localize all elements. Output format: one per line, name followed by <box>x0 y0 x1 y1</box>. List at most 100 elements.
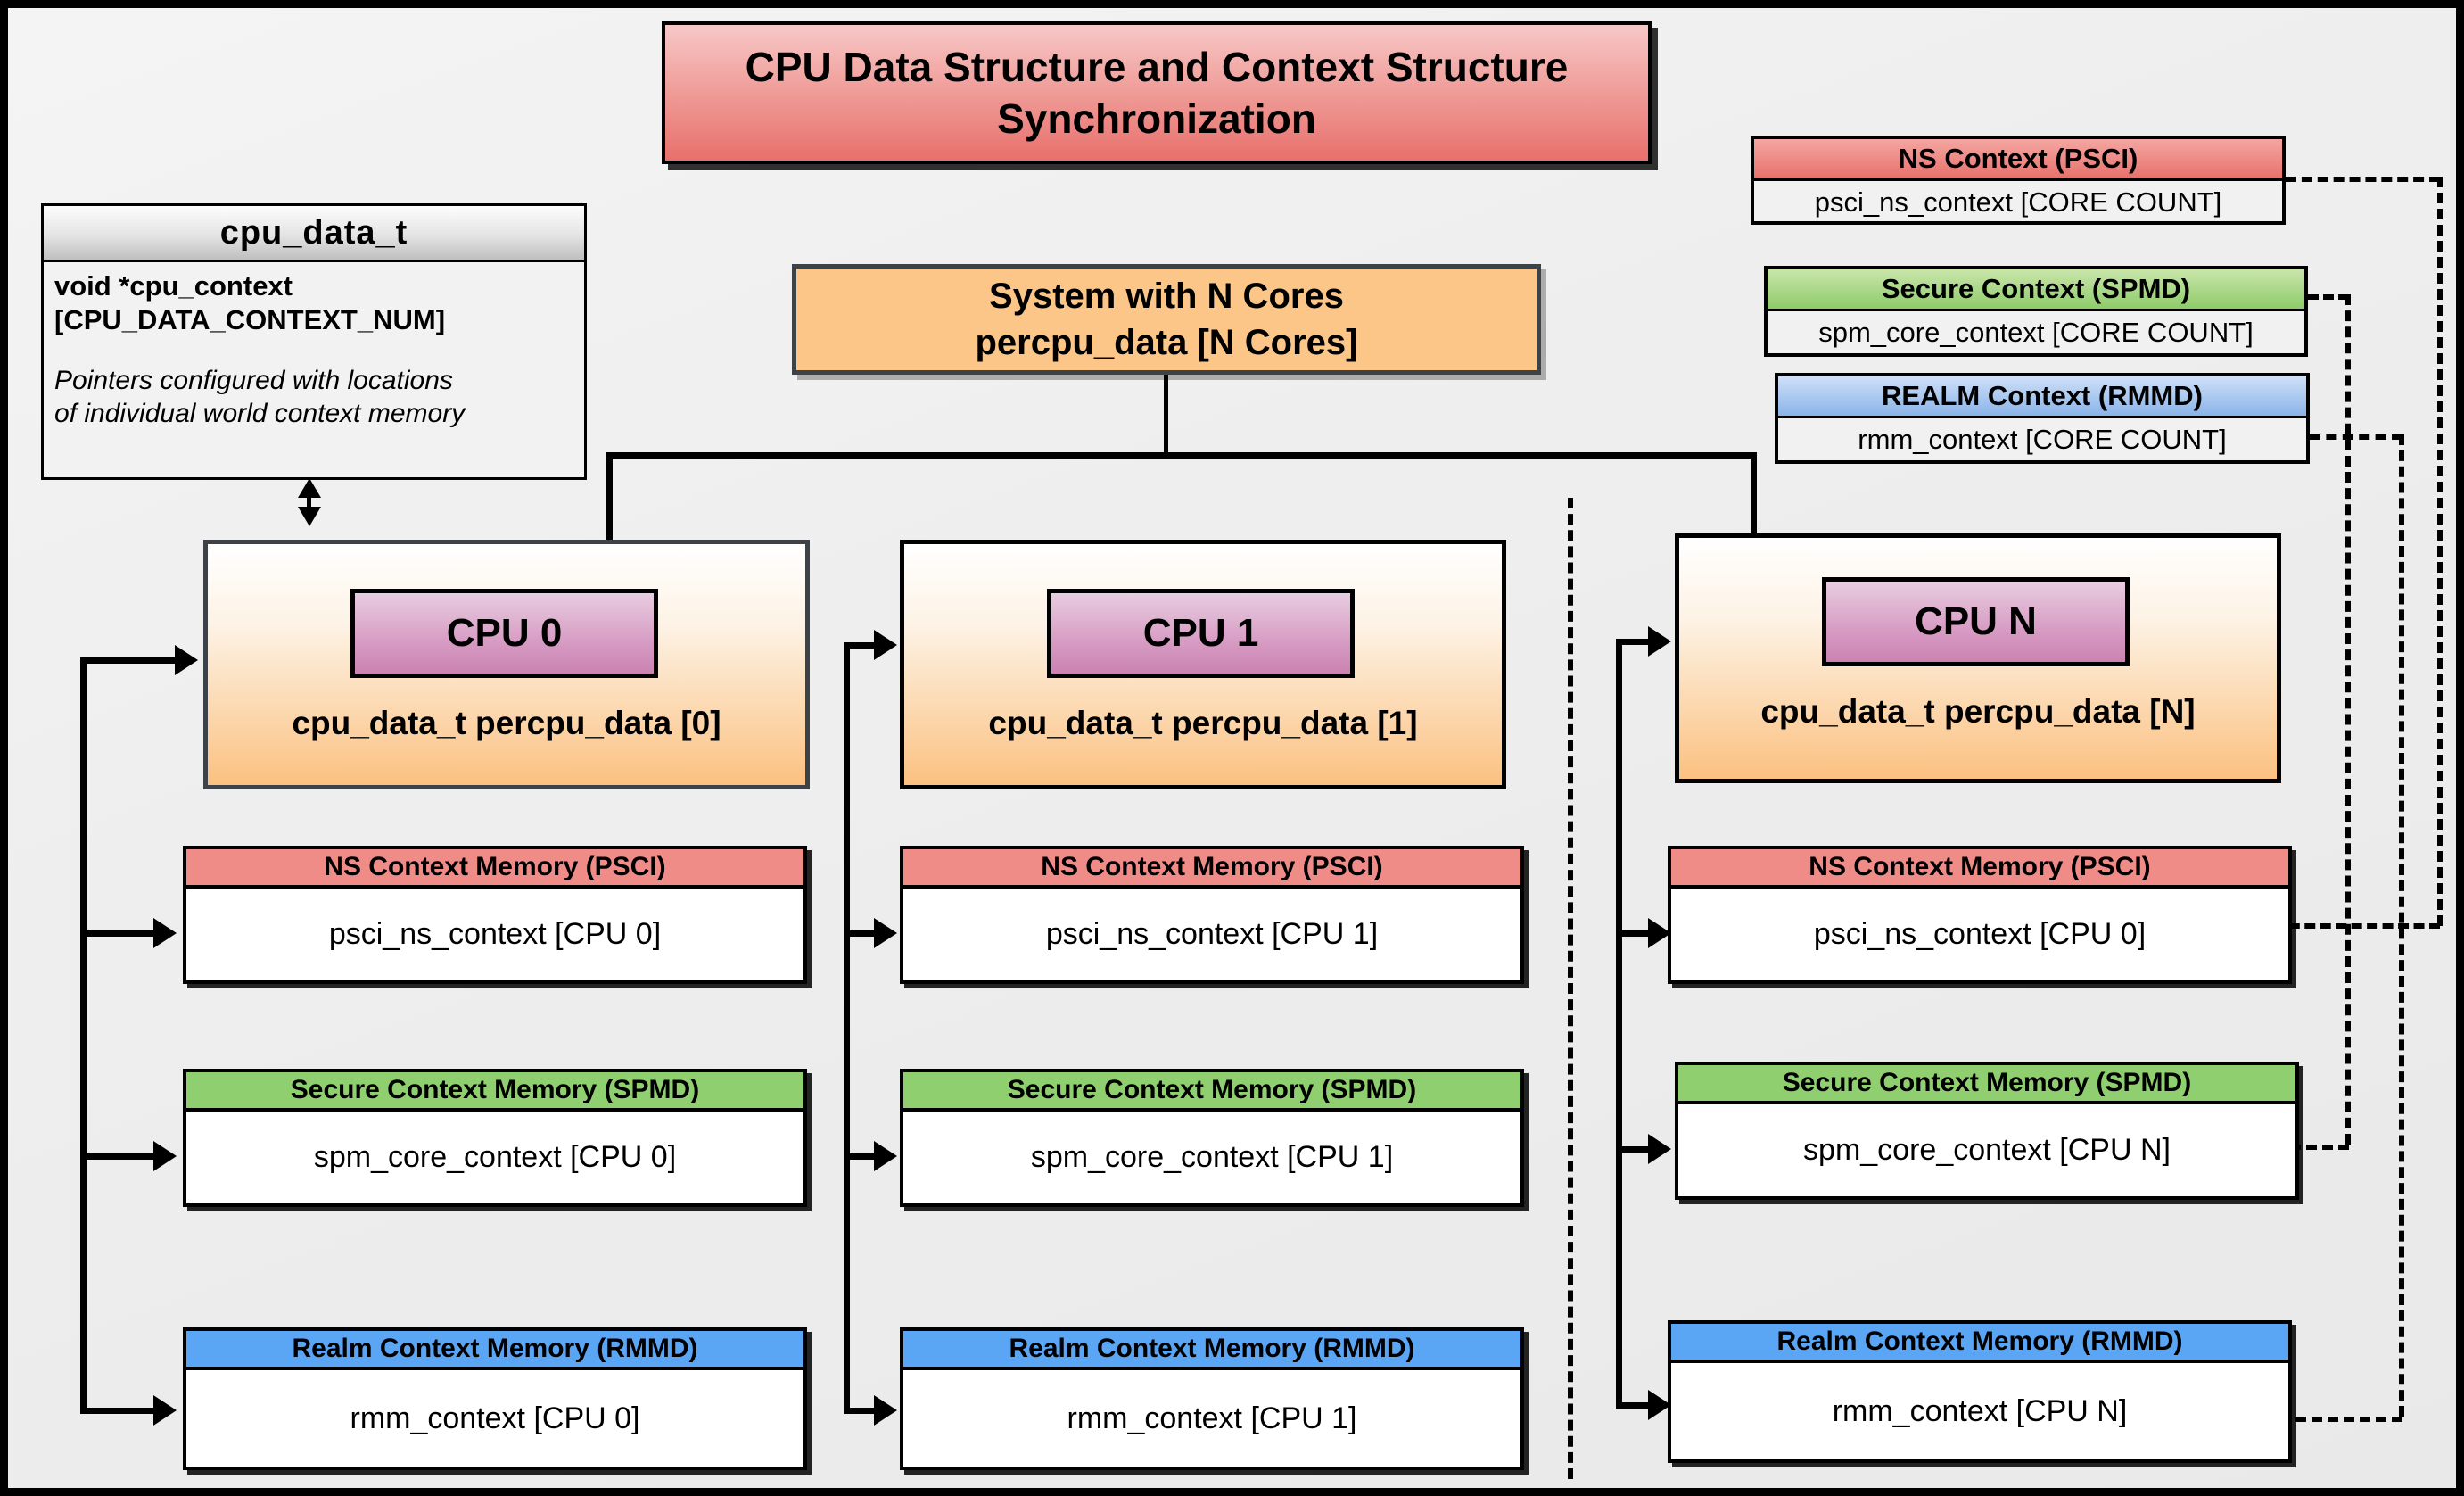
cpu-chip-0: CPU 0 <box>350 589 658 678</box>
memory-box-n-realm-body: rmm_context [CPU N] <box>1832 1393 2128 1428</box>
cpu-data-t-link-dashed-line <box>307 484 311 521</box>
dashed-realm-bottom-segment <box>2199 1417 2402 1422</box>
legend-context-ns-body: psci_ns_context [CORE COUNT] <box>1814 186 2222 218</box>
cpu0-bus-vertical <box>80 657 87 1411</box>
memory-box-n-ns-header: NS Context Memory (PSCI) <box>1671 849 2288 889</box>
cpu-data-t-header: cpu_data_t <box>44 206 584 262</box>
memory-box-n-ns: NS Context Memory (PSCI) psci_ns_context… <box>1668 846 2292 984</box>
cpu-data-t-note: Pointers configured with locations of in… <box>54 364 575 430</box>
tree-branch-left <box>606 452 613 541</box>
legend-context-realm-header: REALM Context (RMMD) <box>1778 376 2306 418</box>
cpu0-bus-arm-realm <box>80 1408 156 1414</box>
cpun-bus-arm-cpu <box>1616 639 1653 645</box>
dashed-realm-top-segment <box>2310 434 2402 440</box>
legend-context-realm: REALM Context (RMMD) rmm_context [CORE C… <box>1775 373 2310 464</box>
system-n-cores-line1: System with N Cores <box>989 277 1344 316</box>
memory-box-0-secure-header: Secure Context Memory (SPMD) <box>186 1072 803 1112</box>
system-n-cores-box: System with N Cores percpu_data [N Cores… <box>792 264 1541 375</box>
cpu-data-t-note-line2: of individual world context memory <box>54 399 466 428</box>
memory-box-n-ns-body: psci_ns_context [CPU 0] <box>1813 917 2147 951</box>
dashed-ns-bottom-segment <box>2196 923 2440 929</box>
cpu-data-t-field-line2: [CPU_DATA_CONTEXT_NUM] <box>54 304 446 335</box>
memory-box-1-secure: Secure Context Memory (SPMD) spm_core_co… <box>900 1069 1524 1207</box>
cpu-data-t-link-arrow-down <box>298 507 321 526</box>
memory-box-n-secure-body: spm_core_context [CPU N] <box>1803 1133 2171 1167</box>
memory-box-1-realm-header: Realm Context Memory (RMMD) <box>903 1331 1520 1370</box>
cpu1-bus-arm-secure <box>844 1153 879 1160</box>
cpu1-arrow-to-ns <box>874 918 897 948</box>
cpun-arrow-to-cpu <box>1648 626 1671 657</box>
memory-box-0-ns-header: NS Context Memory (PSCI) <box>186 849 803 889</box>
cpu-data-t-body: void *cpu_context [CPU_DATA_CONTEXT_NUM]… <box>44 262 584 437</box>
cpu0-arrow-to-secure <box>153 1141 177 1171</box>
legend-context-secure: Secure Context (SPMD) spm_core_context [… <box>1764 266 2308 357</box>
cpu-box-0: CPU 0 cpu_data_t percpu_data [0] <box>203 540 810 789</box>
cpu0-bus-arm-ns <box>80 930 156 937</box>
memory-box-0-secure-body: spm_core_context [CPU 0] <box>313 1140 677 1174</box>
cpu-chip-n: CPU N <box>1822 577 2130 666</box>
tree-trunk-line <box>1164 375 1168 455</box>
cpu0-arrow-to-ns <box>153 918 177 948</box>
cpun-arrow-to-realm <box>1648 1390 1671 1420</box>
diagram-title: CPU Data Structure and Context Structure… <box>662 21 1652 164</box>
cpu-chip-1: CPU 1 <box>1047 589 1355 678</box>
cpu0-arrow-to-realm <box>153 1395 177 1426</box>
memory-box-n-secure: Secure Context Memory (SPMD) spm_core_co… <box>1675 1062 2299 1200</box>
cpu1-bus-vertical <box>844 642 850 1411</box>
dashed-ns-top-segment <box>2286 177 2440 182</box>
memory-box-n-secure-header: Secure Context Memory (SPMD) <box>1678 1065 2295 1104</box>
memory-box-0-ns: NS Context Memory (PSCI) psci_ns_context… <box>183 846 807 984</box>
memory-box-0-realm-body: rmm_context [CPU 0] <box>350 1401 640 1435</box>
memory-box-1-secure-body: spm_core_context [CPU 1] <box>1030 1140 1394 1174</box>
tree-branch-right <box>1751 452 1757 541</box>
cpu1-arrow-to-secure <box>874 1141 897 1171</box>
cpun-arrow-to-secure <box>1648 1134 1671 1164</box>
dashed-realm-vertical <box>2399 434 2404 1417</box>
cpu-data-t-struct-box: cpu_data_t void *cpu_context [CPU_DATA_C… <box>41 203 587 480</box>
cpu1-bus-arm-cpu <box>844 642 879 649</box>
memory-box-0-ns-body: psci_ns_context [CPU 0] <box>328 917 662 951</box>
legend-context-ns: NS Context (PSCI) psci_ns_context [CORE … <box>1751 136 2286 225</box>
cpu1-bus-arm-realm <box>844 1408 879 1414</box>
memory-box-1-ns-body: psci_ns_context [CPU 1] <box>1045 917 1379 951</box>
legend-context-realm-body: rmm_context [CORE COUNT] <box>1858 424 2227 455</box>
cpu-box-n: CPU N cpu_data_t percpu_data [N] <box>1675 533 2281 783</box>
memory-box-n-realm: Realm Context Memory (RMMD) rmm_context … <box>1668 1320 2292 1463</box>
memory-box-0-realm-header: Realm Context Memory (RMMD) <box>186 1331 803 1370</box>
cpu1-arrow-to-cpu <box>874 630 897 660</box>
cpun-bus-arm-ns <box>1616 930 1653 937</box>
legend-context-secure-header: Secure Context (SPMD) <box>1768 269 2304 311</box>
legend-context-secure-body: spm_core_context [CORE COUNT] <box>1818 317 2254 348</box>
memory-box-1-realm-body: rmm_context [CPU 1] <box>1067 1401 1357 1435</box>
cpu-data-t-note-line1: Pointers configured with locations <box>54 366 453 395</box>
cpu0-arrow-to-cpu <box>175 645 198 675</box>
cpun-bus-arm-secure <box>1616 1146 1653 1153</box>
cpu0-bus-arm-cpu <box>80 657 178 664</box>
cpun-bus-arm-realm <box>1616 1402 1653 1409</box>
cpu0-bus-arm-secure <box>80 1153 156 1160</box>
cpu-percpu-label-n: cpu_data_t percpu_data [N] <box>1760 693 2196 730</box>
cpu-percpu-label-0: cpu_data_t percpu_data [0] <box>292 705 721 741</box>
memory-box-1-ns-header: NS Context Memory (PSCI) <box>903 849 1520 889</box>
dashed-secure-top-segment <box>2308 294 2349 300</box>
cpun-bus-vertical <box>1616 639 1622 1408</box>
cpu1-bus-arm-ns <box>844 930 879 937</box>
cpun-arrow-to-ns <box>1648 918 1671 948</box>
memory-box-0-secure: Secure Context Memory (SPMD) spm_core_co… <box>183 1069 807 1207</box>
column-separator-dashed-line <box>1568 498 1573 1479</box>
memory-box-0-realm: Realm Context Memory (RMMD) rmm_context … <box>183 1327 807 1470</box>
legend-context-ns-header: NS Context (PSCI) <box>1754 139 2282 181</box>
memory-box-1-ns: NS Context Memory (PSCI) psci_ns_context… <box>900 846 1524 984</box>
cpu-percpu-label-1: cpu_data_t percpu_data [1] <box>988 705 1418 741</box>
cpu-data-t-field-line1: void *cpu_context <box>54 270 293 302</box>
memory-box-1-secure-header: Secure Context Memory (SPMD) <box>903 1072 1520 1112</box>
memory-box-1-realm: Realm Context Memory (RMMD) rmm_context … <box>900 1327 1524 1470</box>
dashed-ns-vertical <box>2437 177 2443 926</box>
dashed-secure-vertical <box>2345 294 2351 1145</box>
memory-box-n-realm-header: Realm Context Memory (RMMD) <box>1671 1324 2288 1363</box>
cpu-box-1: CPU 1 cpu_data_t percpu_data [1] <box>900 540 1506 789</box>
cpu-data-t-link-arrow-up <box>298 478 321 498</box>
system-n-cores-line2: percpu_data [N Cores] <box>975 323 1358 362</box>
tree-horizontal-bar <box>606 452 1757 459</box>
